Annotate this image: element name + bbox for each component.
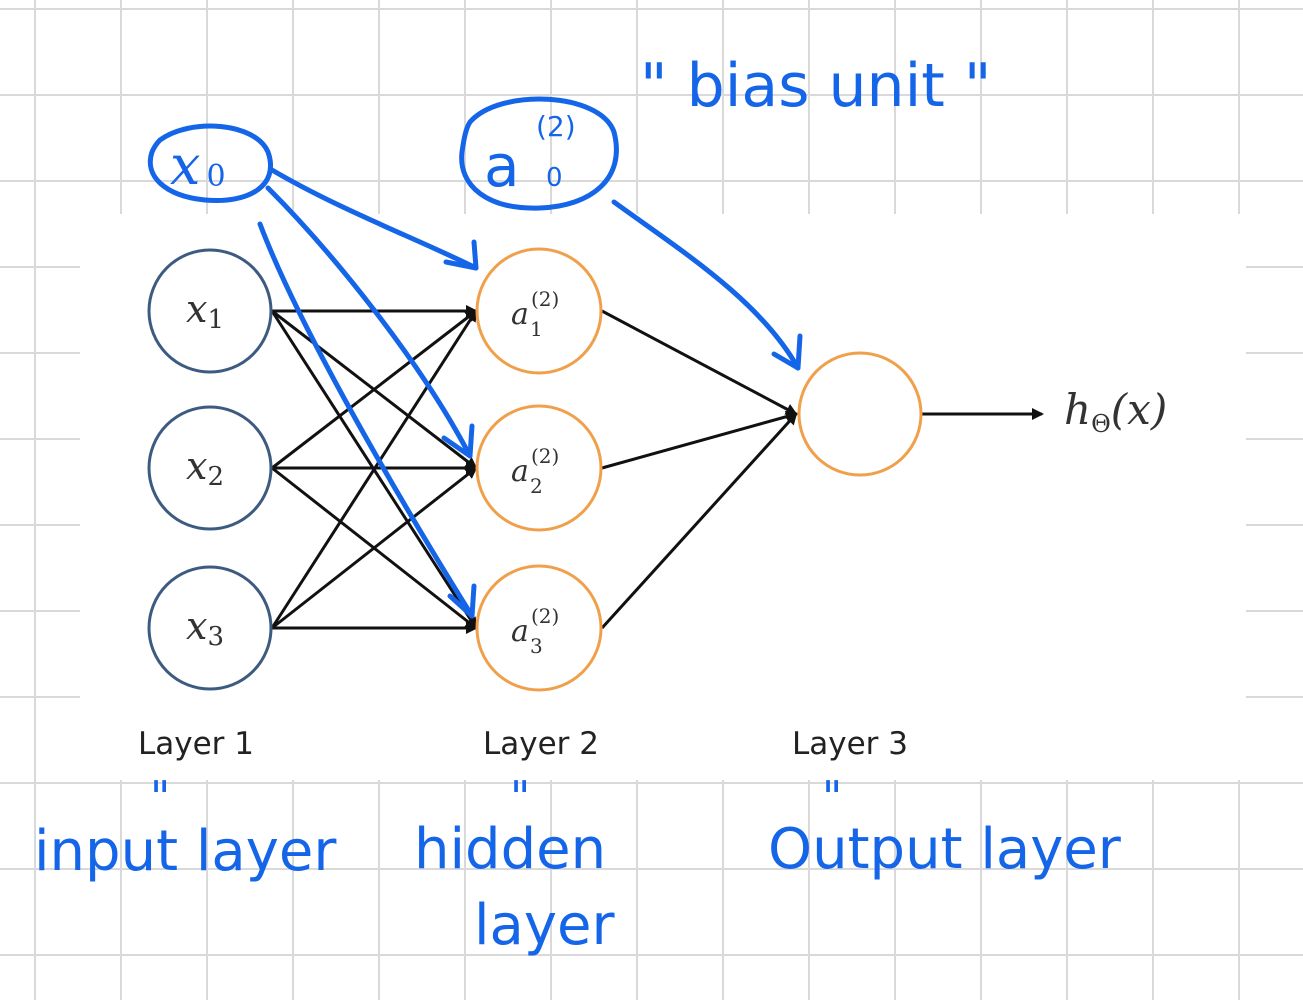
handwritten-annotations — [147, 96, 803, 619]
input-node-x3-label: x3 — [186, 604, 224, 652]
bias-unit-note: " bias unit " — [640, 51, 991, 121]
hidden-node-a2-sub: 2 — [530, 474, 543, 498]
input-node-x1-label: x1 — [186, 287, 224, 335]
annot-arrow-x0-a1 — [269, 167, 479, 271]
input-layer-annotation: input layer — [34, 819, 337, 884]
annot-arrow-a0-out — [611, 199, 801, 371]
hidden-node-a2-sup: (2) — [531, 444, 559, 468]
bias-hidden-sup: (2) — [536, 110, 576, 143]
hidden-layer-word-2: layer — [474, 893, 615, 958]
input-node-x3 — [147, 565, 273, 691]
hidden-node-a1 — [475, 247, 603, 375]
ditto-mark-2: " — [510, 772, 530, 823]
input-node-x2-label: x2 — [186, 444, 224, 492]
hidden-node-a2-sym: a — [511, 454, 529, 489]
layer-1-label: Layer 1 — [138, 726, 254, 762]
input-nodes: x1 x2 x3 — [147, 248, 273, 691]
edge-x2-a1 — [271, 309, 478, 470]
edge-a1-out — [601, 309, 798, 416]
annot-arrow-a0-out-head — [771, 333, 803, 371]
edge-x3-a2 — [271, 466, 478, 630]
bias-hidden-circle — [459, 96, 619, 211]
annot-arrow-x0-a3-head — [447, 583, 477, 619]
input-node-x1 — [147, 248, 273, 374]
bias-hidden-sym: a — [484, 132, 520, 200]
annot-arrow-x0-a1-head — [443, 239, 479, 271]
hidden-node-a3-sym: a — [511, 614, 529, 649]
ditto-mark-3: " — [822, 772, 842, 823]
hidden-node-a1-sym: a — [511, 297, 529, 332]
layer-3-label: Layer 3 — [792, 726, 908, 762]
hidden-node-a2 — [475, 404, 603, 532]
input-node-x2 — [147, 405, 273, 531]
slide-panel — [80, 214, 1246, 780]
hidden-layer-word-1: hidden — [414, 817, 606, 882]
output-node — [797, 351, 923, 477]
network-edges — [270, 305, 1044, 634]
hidden-node-a3-sub: 3 — [530, 634, 543, 658]
edge-a2-out — [601, 410, 798, 470]
annot-arrow-x0-a3 — [257, 221, 475, 619]
hypothesis-label: hΘ(x) — [1064, 385, 1167, 438]
edge-a3-out — [600, 412, 798, 630]
hidden-node-a1-sub: 1 — [530, 317, 543, 341]
annot-arrow-x0-a2 — [265, 185, 473, 459]
hidden-node-a1-sup: (2) — [531, 287, 559, 311]
hidden-node-a3 — [475, 564, 603, 692]
annot-arrow-x0-a2-head — [441, 423, 475, 459]
ditto-mark-1: " — [150, 772, 170, 823]
bias-input-circle — [147, 123, 273, 204]
hidden-node-a3-sup: (2) — [531, 604, 559, 628]
hidden-nodes: a (2) 1 a (2) 2 a (2) 3 — [475, 247, 603, 692]
edge-x3-a1 — [270, 309, 478, 629]
output-layer-annotation: Output layer — [768, 817, 1122, 882]
bias-hidden-sub: 0 — [546, 163, 563, 193]
layer-2-label: Layer 2 — [483, 726, 599, 762]
